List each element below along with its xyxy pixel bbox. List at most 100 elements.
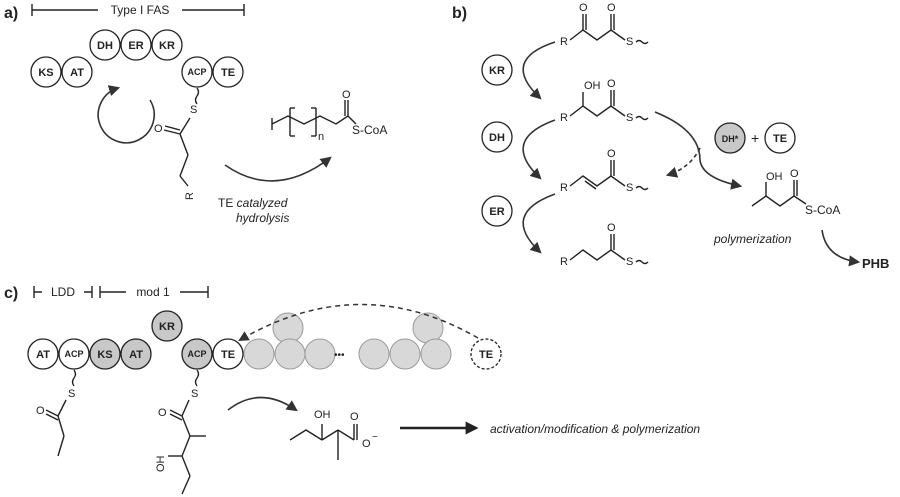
domain-kr: KR	[151, 29, 183, 61]
te-hydrolysis-arrow	[224, 156, 332, 182]
plus-sign: +	[751, 130, 759, 146]
svg-text:O: O	[362, 438, 371, 450]
domain-b-kr: KR	[481, 54, 513, 86]
svg-text:n: n	[318, 131, 324, 143]
svg-text:KR: KR	[159, 40, 175, 52]
svg-text:S-CoA: S-CoA	[352, 123, 387, 137]
release-arrow	[654, 111, 743, 190]
svg-text:TE: TE	[773, 133, 787, 145]
domain-c-te-end: TE	[470, 338, 502, 370]
mod1-bracket: mod 1	[99, 284, 209, 299]
acyl-acp-chain: S O R	[154, 87, 200, 200]
pks-domains: AT ACP KS AT KR ACP TE	[27, 310, 244, 370]
svg-text:O: O	[350, 411, 359, 423]
svg-text:S: S	[68, 388, 75, 400]
svg-text:OH: OH	[155, 455, 167, 472]
iteration-dashed-arrow	[238, 303, 479, 342]
svg-text:DH: DH	[489, 132, 505, 144]
fas-cycle-arrow	[97, 85, 155, 144]
polymerization-label: polymerization	[713, 232, 792, 246]
panel-label-c: c)	[4, 285, 18, 302]
enoyl-intermediate: R O S	[560, 148, 649, 194]
svg-text:mod 1: mod 1	[136, 285, 170, 299]
svg-text:S: S	[190, 104, 197, 116]
downstream-modules: •••	[243, 312, 452, 370]
svg-text:ACP: ACP	[187, 349, 206, 359]
svg-text:S: S	[191, 388, 198, 400]
domain-acp: ACP	[181, 56, 213, 88]
svg-text:AT: AT	[70, 67, 84, 79]
type1-fas-bracket: Type I FAS	[31, 3, 245, 17]
svg-text:R: R	[560, 182, 568, 194]
domain-b-te: TE	[764, 122, 796, 154]
svg-text:S: S	[626, 36, 633, 48]
domain-er: ER	[120, 29, 152, 61]
fas-domains: KS AT DH ER KR ACP TE	[30, 29, 244, 88]
domain-c-kr: KR	[151, 310, 183, 342]
panel-b: b) R O O S R OH O S R	[452, 2, 889, 271]
domain-at: AT	[61, 56, 93, 88]
svg-text:O: O	[607, 78, 616, 90]
hydroxybutyryl-coa: OH O S-CoA	[751, 168, 840, 217]
svg-text:R: R	[184, 192, 196, 200]
panel-a: a) Type I FAS KS AT DH ER KR ACP TE S	[4, 3, 387, 225]
svg-text:S: S	[626, 182, 633, 194]
svg-text:KS: KS	[38, 67, 53, 79]
svg-text:O: O	[342, 89, 351, 101]
type1-fas-label: Type I FAS	[111, 3, 170, 17]
svg-text:DH*: DH*	[722, 134, 739, 144]
svg-text:O: O	[158, 407, 167, 419]
svg-text:R: R	[560, 256, 568, 268]
propionyl-acp: S O	[36, 369, 77, 457]
svg-text:KR: KR	[489, 65, 505, 77]
svg-text:ER: ER	[128, 40, 143, 52]
svg-text:TE: TE	[479, 349, 493, 361]
ellipsis: •••	[334, 350, 345, 361]
svg-text:OH: OH	[314, 409, 331, 421]
svg-text:ER: ER	[489, 206, 504, 218]
svg-text:DH: DH	[97, 40, 113, 52]
svg-text:TE: TE	[221, 67, 235, 79]
svg-text:S: S	[626, 256, 633, 268]
kr-arrow	[522, 41, 556, 100]
saturated-acyl-intermediate: R O S	[560, 222, 649, 268]
svg-text:O: O	[607, 222, 616, 234]
svg-text:O: O	[579, 2, 588, 14]
domain-b-dh: DH	[481, 121, 513, 153]
domain-c-at1: AT	[27, 338, 59, 370]
svg-text:ACP: ACP	[64, 349, 83, 359]
domain-ks: KS	[30, 56, 62, 88]
ldd-bracket: LDD	[33, 284, 93, 299]
dh-arrow	[522, 119, 556, 180]
phb-label: PHB	[862, 256, 889, 271]
svg-text:S: S	[626, 112, 633, 124]
panel-label-b: b)	[452, 5, 467, 22]
svg-text:−: −	[372, 432, 378, 443]
svg-text:TE: TE	[221, 349, 235, 361]
domain-te: TE	[212, 56, 244, 88]
release-arrow-c	[227, 396, 298, 412]
svg-text:O: O	[790, 168, 799, 180]
domain-b-er: ER	[481, 195, 513, 227]
svg-text:O: O	[607, 148, 616, 160]
panel-label-a: a)	[4, 5, 18, 22]
svg-text:KR: KR	[159, 321, 175, 333]
diketide-acp: S O OH	[155, 369, 206, 495]
final-note: activation/modification & polymerization	[490, 422, 700, 436]
svg-text:LDD: LDD	[51, 285, 75, 299]
er-arrow	[522, 193, 556, 254]
panel-c: c) LDD mod 1 AT ACP KS AT KR ACP TE	[4, 284, 700, 495]
svg-text:R: R	[560, 112, 568, 124]
te-note-line2: hydrolysis	[236, 211, 289, 225]
ketoacyl-intermediate: R O O S	[560, 2, 649, 48]
svg-text:S-CoA: S-CoA	[805, 203, 840, 217]
te-note-line1: TE catalyzed	[218, 196, 288, 210]
domain-c-acp2: ACP	[181, 338, 213, 370]
polymerization-arrow	[821, 229, 861, 267]
domain-c-at2: AT	[120, 338, 152, 370]
svg-text:R: R	[560, 36, 568, 48]
domain-dh: DH	[89, 29, 121, 61]
svg-text:OH: OH	[766, 171, 783, 183]
svg-text:O: O	[154, 123, 163, 135]
